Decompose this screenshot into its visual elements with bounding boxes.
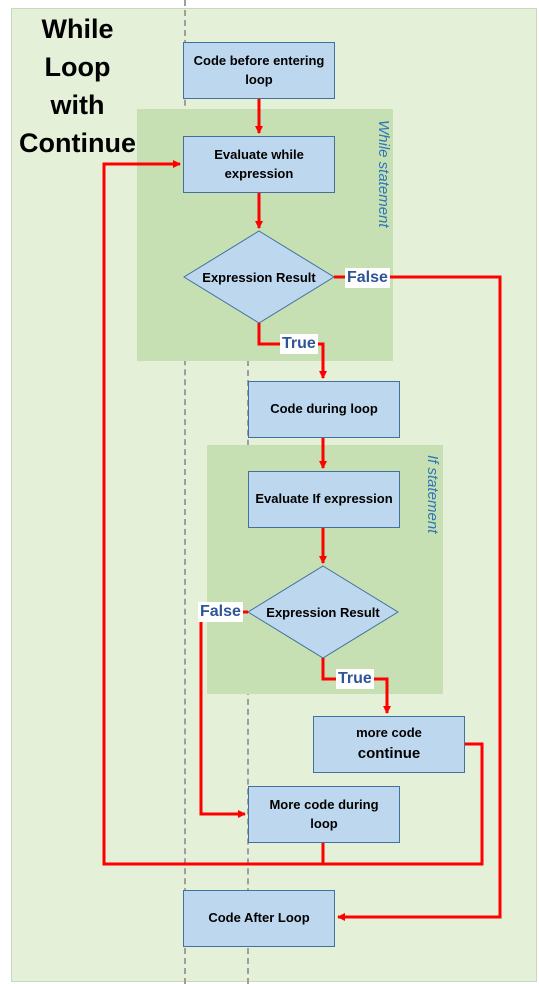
code-after-loop-box: Code After Loop (183, 890, 335, 947)
title-line-1: While (41, 14, 114, 44)
title-line-2: Loop (44, 52, 111, 82)
code-during-loop-text: Code during loop (270, 401, 378, 417)
before-loop-line-1: Code before entering (193, 52, 325, 68)
before-loop-line-2: loop (245, 71, 273, 87)
code-during-loop-box: Code during loop (248, 381, 400, 438)
code-before-loop-box: Code before entering loop (183, 42, 335, 99)
while-false-label: False (345, 268, 390, 288)
while-decision-diamond: Expression Result (183, 230, 335, 324)
arrow-if-false-to-more-code (199, 610, 248, 818)
continue-keyword: continue (357, 745, 421, 763)
while-statement-label: While statement (375, 120, 392, 228)
more-code-during-loop-box: More code during loop (248, 786, 400, 843)
if-decision-diamond: Expression Result (247, 565, 399, 659)
evaluate-if-text: Evaluate If expression (255, 491, 393, 507)
evaluate-while-line-2: expression (224, 165, 294, 181)
if-statement-label: If statement (424, 455, 441, 534)
evaluate-while-line-1: Evaluate while (214, 146, 304, 162)
diagram-title: While Loop with Continue (0, 10, 155, 162)
title-line-3: with (50, 90, 105, 120)
more-code-line: more code (356, 725, 422, 741)
evaluate-while-box: Evaluate while expression (183, 136, 335, 193)
more-code-continue-box: more code continue (313, 716, 465, 773)
if-decision-text: Expression Result (266, 605, 380, 620)
code-after-loop-text: Code After Loop (208, 910, 310, 926)
more-code-during-line-2: loop (310, 815, 338, 831)
guide-line-left (184, 0, 186, 984)
title-line-4: Continue (19, 128, 136, 158)
while-true-label: True (280, 334, 318, 354)
while-decision-text: Expression Result (202, 270, 316, 285)
arrow-while-false-to-after (334, 275, 502, 921)
if-true-label: True (336, 669, 374, 689)
if-false-label: False (198, 602, 243, 622)
more-code-during-line-1: More code during (269, 796, 379, 812)
arrow-continue-loop-back (102, 160, 484, 866)
evaluate-if-box: Evaluate If expression (248, 471, 400, 528)
